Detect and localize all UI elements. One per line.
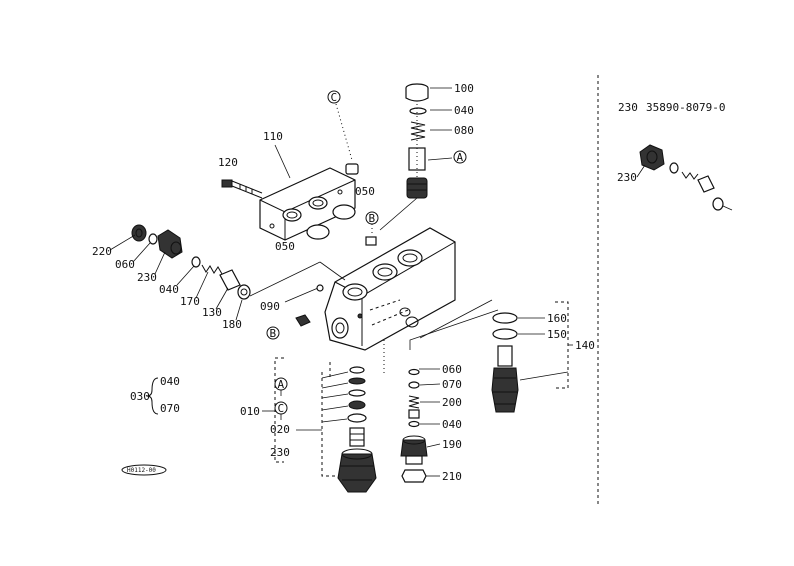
part-180-seat[interactable] (237, 284, 251, 300)
part-220-plug[interactable] (131, 224, 147, 242)
part-plug-nut[interactable] (345, 163, 359, 175)
svg-text:B: B (270, 327, 277, 340)
svg-text:C: C (278, 402, 285, 415)
label-110: 110 (263, 130, 283, 143)
label-050-a: 050 (355, 185, 375, 198)
ref-circle-a-bottom: A (274, 377, 288, 391)
label-220: 220 (92, 245, 112, 258)
part-210-nut[interactable] (401, 469, 427, 483)
label-070-bracket: 070 (160, 402, 180, 415)
part-b-plug[interactable] (295, 314, 311, 327)
label-130: 130 (202, 306, 222, 319)
label-180: 180 (222, 318, 242, 331)
label-040-bracket: 040 (160, 375, 180, 388)
part-130-poppet[interactable] (219, 269, 241, 291)
ref-circle-b-a: B (365, 211, 379, 225)
ref-circle-b-b: B (266, 326, 280, 340)
ref-circle-a-top: A (453, 150, 467, 164)
label-050-b: 050 (275, 240, 295, 253)
label-030: 030 (130, 390, 150, 403)
label-080: 080 (454, 124, 474, 137)
label-090: 090 (260, 300, 280, 313)
label-060-right: 060 (442, 363, 462, 376)
part-190-adjuster[interactable] (400, 435, 428, 465)
part-150-backup-ring[interactable] (492, 328, 518, 340)
note-part-number: 35890-8079-0 (646, 101, 725, 114)
label-060-left: 060 (115, 258, 135, 271)
label-170: 170 (180, 295, 200, 308)
label-230-left: 230 (137, 271, 157, 284)
part-lower-spool[interactable] (349, 427, 365, 447)
part-lower-orings[interactable] (347, 366, 367, 423)
part-120-bolt[interactable] (221, 179, 263, 199)
part-080-spring[interactable] (410, 121, 426, 141)
valve-body[interactable] (324, 227, 456, 351)
part-small-plug[interactable] (365, 236, 377, 246)
part-060-washer[interactable] (148, 233, 158, 245)
part-070-small[interactable] (408, 381, 420, 389)
note-part-230: 230 (618, 101, 638, 114)
part-160-oring[interactable] (492, 312, 518, 324)
part-040-small[interactable] (408, 420, 420, 428)
detail-230-assembly[interactable] (639, 144, 733, 211)
svg-text:H0112-00: H0112-00 (127, 467, 156, 474)
part-020-housing[interactable] (337, 448, 377, 493)
label-200: 200 (442, 396, 462, 409)
label-210: 210 (442, 470, 462, 483)
part-050-oring-b[interactable] (306, 224, 330, 240)
part-110-cover-plate[interactable] (259, 167, 356, 241)
part-060-small[interactable] (408, 368, 420, 376)
label-190: 190 (442, 438, 462, 451)
drawing-stamp: H0112-00 (121, 464, 167, 476)
label-150: 150 (547, 328, 567, 341)
label-230-detail: 230 (617, 171, 637, 184)
part-100-cap[interactable] (405, 83, 429, 102)
part-040-oring-left[interactable] (191, 256, 201, 268)
label-160: 160 (547, 312, 567, 325)
svg-text:C: C (331, 91, 338, 104)
part-200-poppet[interactable] (408, 395, 420, 419)
ref-circle-c-top: C (327, 90, 341, 104)
part-040-oring[interactable] (409, 107, 427, 115)
label-040-top: 040 (454, 104, 474, 117)
part-140-cartridge[interactable] (491, 345, 519, 413)
ref-circle-c-bottom: C (274, 401, 288, 415)
label-040-right: 040 (442, 418, 462, 431)
label-120: 120 (218, 156, 238, 169)
label-140: 140 (575, 339, 595, 352)
label-230-bracket: 230 (270, 446, 290, 459)
label-100: 100 (454, 82, 474, 95)
label-020: 020 (270, 423, 290, 436)
part-090-ball[interactable] (316, 284, 324, 292)
svg-text:A: A (457, 151, 464, 164)
svg-text:B: B (369, 212, 376, 225)
svg-text:A: A (278, 378, 285, 391)
part-050-oring-a[interactable] (332, 204, 356, 220)
part-230-adjuster[interactable] (157, 229, 183, 259)
label-070-right: 070 (442, 378, 462, 391)
label-040-left: 040 (159, 283, 179, 296)
part-170-spring[interactable] (201, 264, 223, 275)
label-010: 010 (240, 405, 260, 418)
